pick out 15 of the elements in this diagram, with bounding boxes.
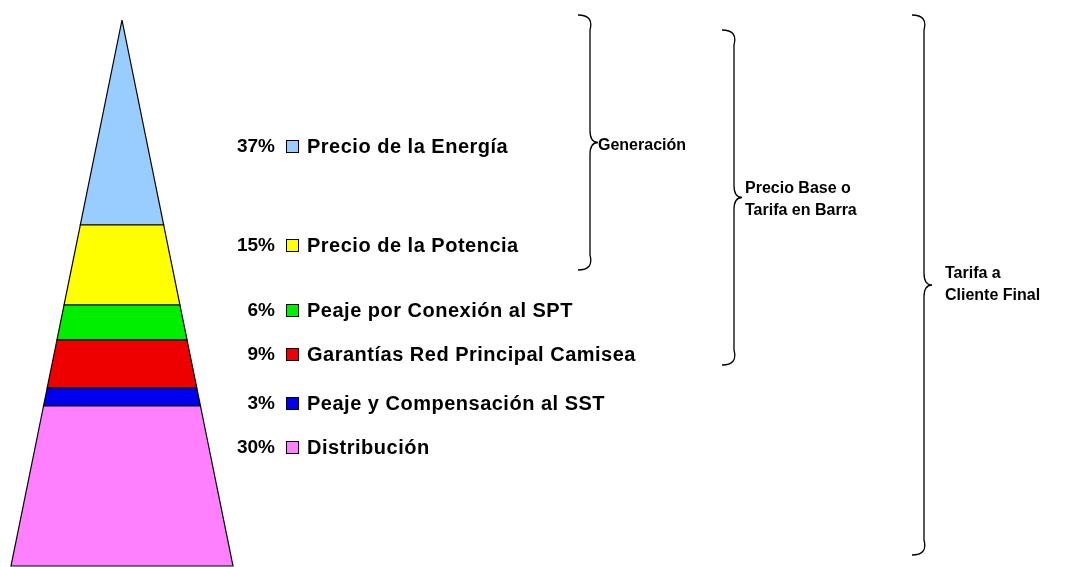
bracket-label: Tarifa a Cliente Final	[945, 263, 1042, 305]
legend-label: Peaje por Conexión al SPT	[307, 299, 573, 322]
percentage-label: 37%	[235, 135, 275, 157]
bracket-label: Generación	[598, 135, 688, 155]
legend-label: Precio de la Potencia	[307, 234, 519, 257]
legend-label: Precio de la Energía	[307, 135, 509, 158]
percentage-label: 15%	[235, 234, 275, 256]
legend-label: Garantías Red Principal Camisea	[307, 343, 636, 366]
legend-label: Distribución	[307, 436, 430, 459]
percentage-label: 30%	[235, 436, 275, 458]
percentage-label: 9%	[246, 343, 275, 365]
bracket-label: Precio Base o Tarifa en Barra	[745, 178, 858, 220]
percentage-label: 6%	[246, 299, 275, 321]
legend-label: Peaje y Compensación al SST	[307, 392, 606, 415]
percentage-label: 3%	[246, 392, 275, 414]
